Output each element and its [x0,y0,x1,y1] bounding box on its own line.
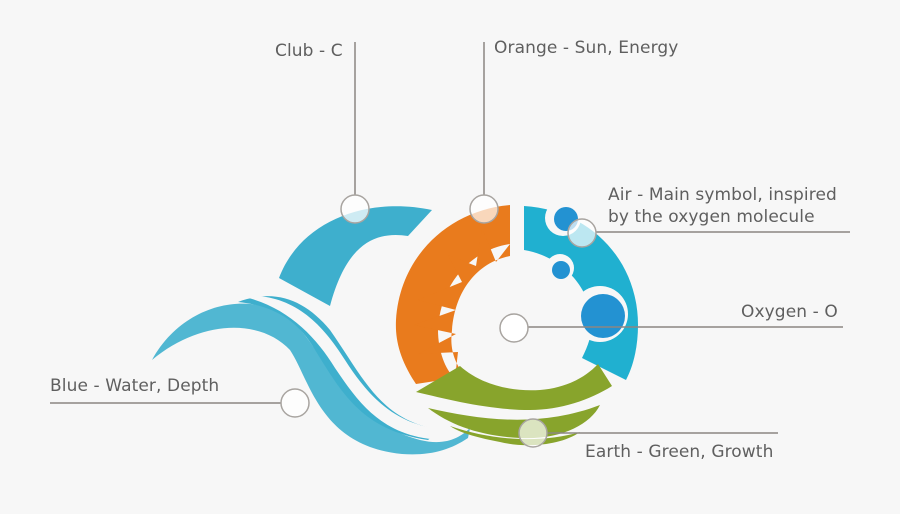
callout-markers [280,194,597,448]
callout-blue [280,388,310,418]
label-club: Club - C [275,41,343,61]
sun-quadrant [395,205,510,384]
earth-section [416,364,612,446]
callout-club [340,194,370,224]
label-air-line2: by the oxygen molecule [608,207,815,227]
label-blue: Blue - Water, Depth [50,376,220,396]
club-c-arc [279,206,432,306]
label-air-line1: Air - Main symbol, inspired [608,185,837,205]
label-orange: Orange - Sun, Energy [494,38,679,58]
callout-air [567,218,597,248]
callout-orange [469,194,499,224]
water-waves [152,295,470,455]
label-earth: Earth - Green, Growth [585,442,774,462]
leader-lines [50,42,850,434]
callout-oxygen [499,313,529,343]
callout-earth [518,418,548,448]
label-oxygen: Oxygen - O [741,302,838,322]
